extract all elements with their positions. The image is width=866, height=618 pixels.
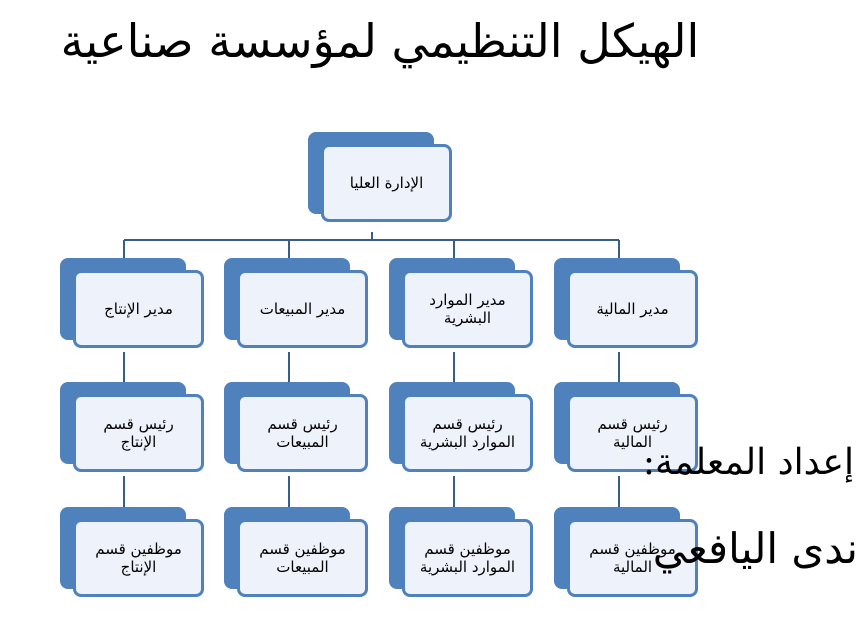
node-box: رئيس قسم الموارد البشرية — [402, 394, 533, 472]
node-box: موظفين قسم الإنتاج — [73, 519, 204, 597]
node-top-management: الإدارة العليا — [308, 132, 458, 226]
node-production-manager: مدير الإنتاج — [60, 258, 210, 352]
node-box: رئيس قسم المالية — [567, 394, 698, 472]
prepared-by-label: إعداد المعلمة: — [642, 442, 854, 483]
node-box: مدير الإنتاج — [73, 270, 204, 348]
node-box: رئيس قسم الإنتاج — [73, 394, 204, 472]
node-label: موظفين قسم المالية — [589, 540, 676, 576]
node-sales-manager: مدير المبيعات — [224, 258, 374, 352]
node-label: رئيس قسم الموارد البشرية — [419, 415, 516, 451]
node-hr-manager: مدير الموارد البشرية — [389, 258, 539, 352]
node-production-head: رئيس قسم الإنتاج — [60, 382, 210, 476]
node-box: مدير المالية — [567, 270, 698, 348]
node-label: مدير الموارد البشرية — [429, 291, 506, 327]
node-label: موظفين قسم الإنتاج — [95, 540, 182, 576]
node-label: مدير المبيعات — [259, 300, 346, 318]
node-finance-manager: مدير المالية — [554, 258, 704, 352]
node-label: رئيس قسم المبيعات — [267, 415, 338, 451]
node-box: موظفين قسم المالية — [567, 519, 698, 597]
node-hr-staff: موظفين قسم الموارد البشرية — [389, 507, 539, 601]
page-title: الهيكل التنظيمي لمؤسسة صناعية — [60, 14, 700, 68]
node-label: رئيس قسم المالية — [597, 415, 668, 451]
node-label: مدير المالية — [596, 300, 669, 318]
node-production-staff: موظفين قسم الإنتاج — [60, 507, 210, 601]
node-label: موظفين قسم المبيعات — [259, 540, 346, 576]
node-box: مدير المبيعات — [237, 270, 368, 348]
node-label: الإدارة العليا — [349, 174, 424, 192]
node-box: رئيس قسم المبيعات — [237, 394, 368, 472]
node-box: موظفين قسم المبيعات — [237, 519, 368, 597]
node-sales-head: رئيس قسم المبيعات — [224, 382, 374, 476]
node-finance-staff: موظفين قسم المالية — [554, 507, 704, 601]
node-label: موظفين قسم الموارد البشرية — [419, 540, 516, 576]
node-box: مدير الموارد البشرية — [402, 270, 533, 348]
node-box: الإدارة العليا — [321, 144, 452, 222]
node-sales-staff: موظفين قسم المبيعات — [224, 507, 374, 601]
node-label: رئيس قسم الإنتاج — [103, 415, 174, 451]
node-hr-head: رئيس قسم الموارد البشرية — [389, 382, 539, 476]
node-finance-head: رئيس قسم المالية — [554, 382, 704, 476]
teacher-name: ندى اليافعي — [652, 524, 858, 573]
node-label: مدير الإنتاج — [104, 300, 173, 318]
node-box: موظفين قسم الموارد البشرية — [402, 519, 533, 597]
